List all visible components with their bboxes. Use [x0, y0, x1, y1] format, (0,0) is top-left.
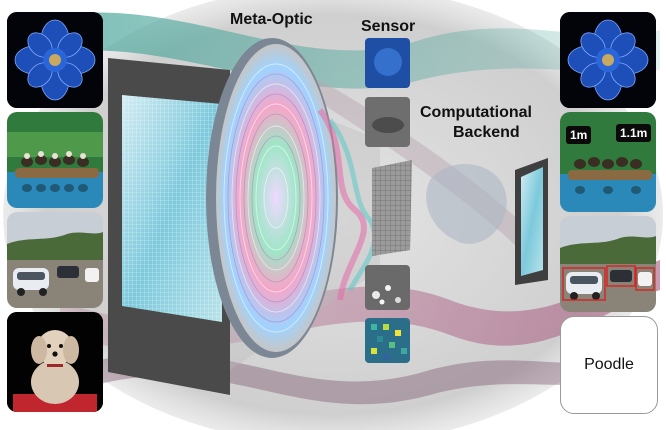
meta-optic-label: Meta-Optic — [230, 11, 313, 29]
sensor-label: Sensor — [361, 18, 415, 36]
ducks-image — [7, 112, 103, 208]
reconstructed-flower-image — [560, 12, 656, 108]
detection-image — [560, 216, 656, 312]
depth-tag-near: 1m — [566, 126, 591, 144]
classification-label: Poodle — [584, 356, 634, 374]
depth-tag-far: 1.1m — [616, 124, 651, 142]
depth-estimation-image: 1m 1.1m — [560, 112, 656, 212]
flower-image — [7, 12, 103, 108]
classification-output: Poodle — [560, 316, 658, 414]
backend-label-line2: Backend — [453, 124, 520, 142]
sensor-heatmap-icon — [365, 318, 410, 363]
backend-label-line1: Computational — [420, 104, 532, 122]
dog-image — [7, 312, 103, 412]
cars-image — [7, 212, 103, 308]
